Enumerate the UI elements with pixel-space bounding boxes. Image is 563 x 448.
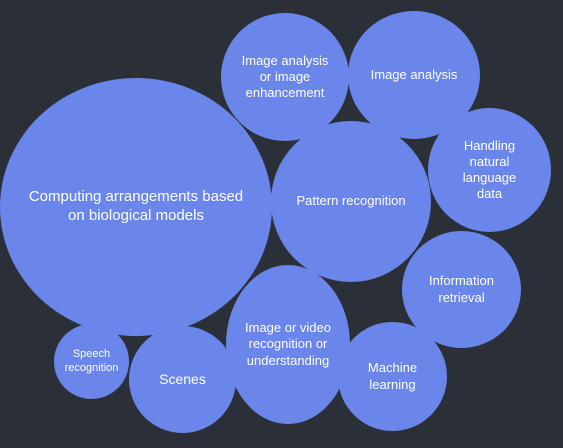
bubble-label: Handling natural language data xyxy=(462,137,517,202)
bubble-label: Scenes xyxy=(159,370,206,387)
bubble-label: Computing arrangements based on biologic… xyxy=(28,188,244,224)
bubble-scenes: Scenes xyxy=(129,326,236,433)
bubble-speech-recognition: Speech recognition xyxy=(54,324,129,399)
bubble-label: Information retrieval xyxy=(428,273,495,305)
bubble-machine-learning: Machine learning xyxy=(338,322,447,431)
bubble-label: Image analysis or image enhancement xyxy=(241,52,329,101)
bubble-label: Image analysis xyxy=(370,66,458,82)
bubble-natural-language-data: Handling natural language data xyxy=(428,108,551,232)
bubble-label: Machine learning xyxy=(367,360,418,392)
bubble-computing-biological-models: Computing arrangements based on biologic… xyxy=(0,78,272,336)
bubble-information-retrieval: Information retrieval xyxy=(402,231,521,348)
bubble-label: Speech recognition xyxy=(64,347,119,374)
bubble-image-analysis-enhancement: Image analysis or image enhancement xyxy=(221,13,349,141)
bubble-image-video-recognition: Image or video recognition or understand… xyxy=(226,265,350,424)
bubble-image-analysis: Image analysis xyxy=(348,11,480,139)
bubble-pattern-recognition: Pattern recognition xyxy=(271,121,431,282)
bubble-label: Image or video recognition or understand… xyxy=(245,320,331,368)
bubble-label: Pattern recognition xyxy=(296,193,406,209)
